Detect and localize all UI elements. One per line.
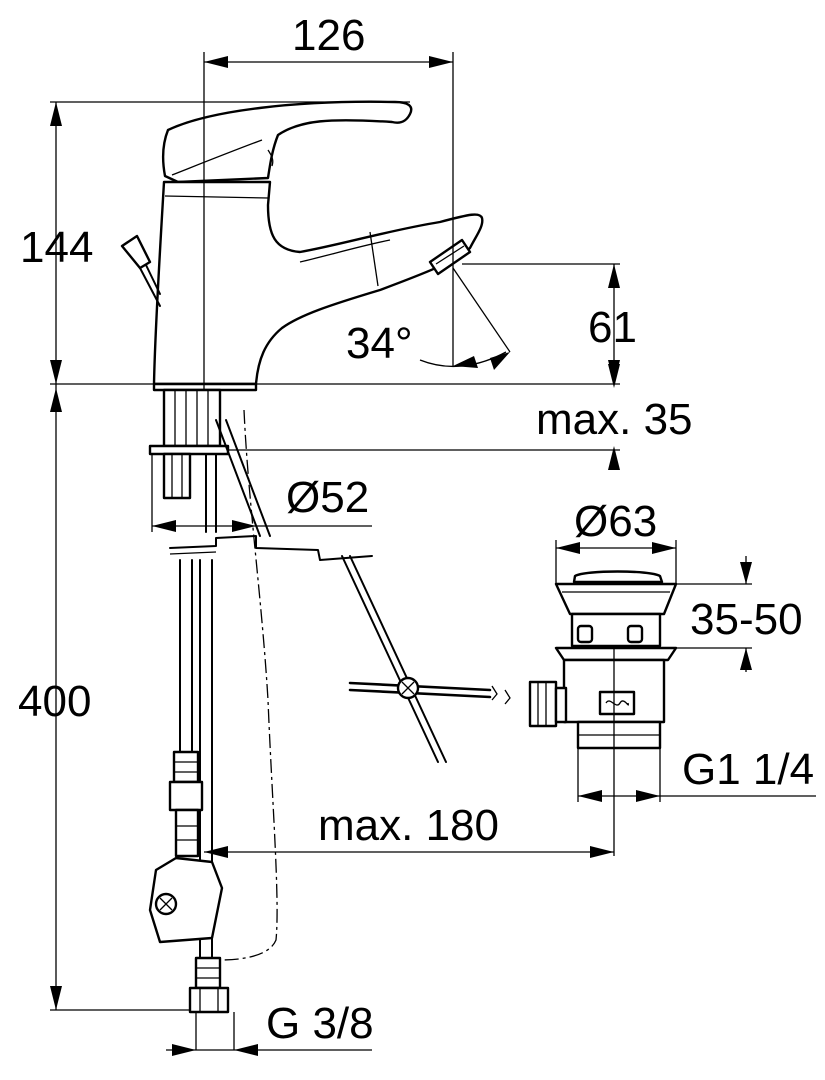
supply-hoses bbox=[148, 409, 278, 1050]
label-length-400: 400 bbox=[18, 677, 91, 726]
pop-up-waste bbox=[528, 570, 678, 750]
dimension-labels: 126 144 61 34° max. 35 Ø52 Ø63 35-50 G1 … bbox=[18, 11, 814, 1048]
label-angle-34: 34° bbox=[346, 319, 413, 368]
label-height-144: 144 bbox=[20, 223, 93, 272]
hose-nut bbox=[188, 986, 230, 1014]
countertop-section bbox=[169, 419, 511, 763]
label-width-126: 126 bbox=[292, 11, 365, 60]
label-diameter-52: Ø52 bbox=[286, 473, 369, 522]
faucet-body bbox=[120, 100, 484, 392]
label-max-35: max. 35 bbox=[536, 395, 693, 444]
label-thread-g-3-8: G 3/8 bbox=[266, 999, 374, 1048]
waste-plug bbox=[554, 582, 678, 616]
label-diameter-63: Ø63 bbox=[574, 497, 657, 546]
label-thread-g1-1-4: G1 1/4 bbox=[682, 745, 814, 794]
faucet-shank bbox=[148, 388, 230, 533]
label-range-35-50: 35-50 bbox=[690, 595, 803, 644]
faucet-housing bbox=[152, 180, 484, 386]
label-clearance-61: 61 bbox=[588, 303, 637, 352]
pop-up-knob bbox=[120, 234, 152, 270]
label-max-180: max. 180 bbox=[318, 801, 499, 850]
dimension-lines bbox=[50, 52, 816, 1056]
faucet-lever bbox=[161, 100, 413, 184]
check-valve bbox=[148, 856, 224, 944]
